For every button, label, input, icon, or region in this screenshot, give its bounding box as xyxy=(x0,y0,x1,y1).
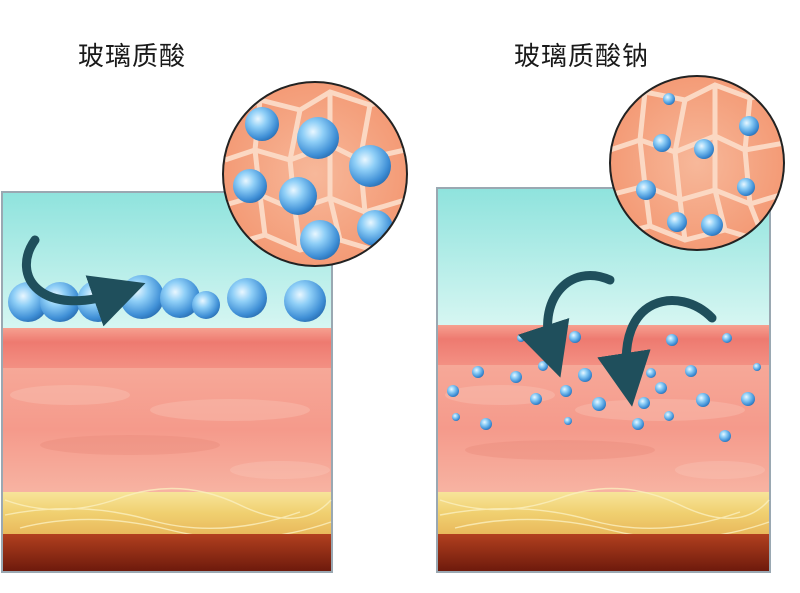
base-layer xyxy=(438,534,769,571)
dermis-texture xyxy=(445,385,765,479)
base-layer xyxy=(3,534,331,571)
epidermis-layer xyxy=(438,325,769,365)
molecule-sphere-icon xyxy=(192,291,220,319)
panel-left xyxy=(1,81,408,573)
molecule-sphere-icon xyxy=(297,117,339,159)
molecule-sphere-icon xyxy=(357,210,393,246)
molecule-sphere-icon xyxy=(279,177,317,215)
molecule-sphere-icon xyxy=(160,278,200,318)
magnifier-circle-icon xyxy=(222,81,408,267)
epidermis-layer xyxy=(3,328,331,368)
panel-right-title: 玻璃质酸钠 xyxy=(514,42,650,72)
curved-arrow-icon xyxy=(597,296,717,407)
molecule-sphere-icon xyxy=(300,220,340,260)
panel-right xyxy=(436,75,785,573)
curved-arrow-icon xyxy=(21,235,146,327)
fat-layer xyxy=(3,492,331,534)
molecule-sphere-icon xyxy=(120,275,164,319)
curved-arrow-icon xyxy=(517,271,615,378)
molecule-sphere-icon xyxy=(349,145,391,187)
molecule-sphere-icon xyxy=(233,169,267,203)
dermis-texture xyxy=(10,385,330,479)
fat-layer xyxy=(438,492,769,534)
molecules-zoomed-right xyxy=(636,93,771,237)
molecule-sphere-icon xyxy=(227,278,267,318)
molecule-sphere-icon xyxy=(284,280,326,322)
molecule-sphere-icon xyxy=(245,107,279,141)
dermis-layer xyxy=(3,368,331,492)
panel-left-title: 玻璃质酸 xyxy=(78,42,187,72)
